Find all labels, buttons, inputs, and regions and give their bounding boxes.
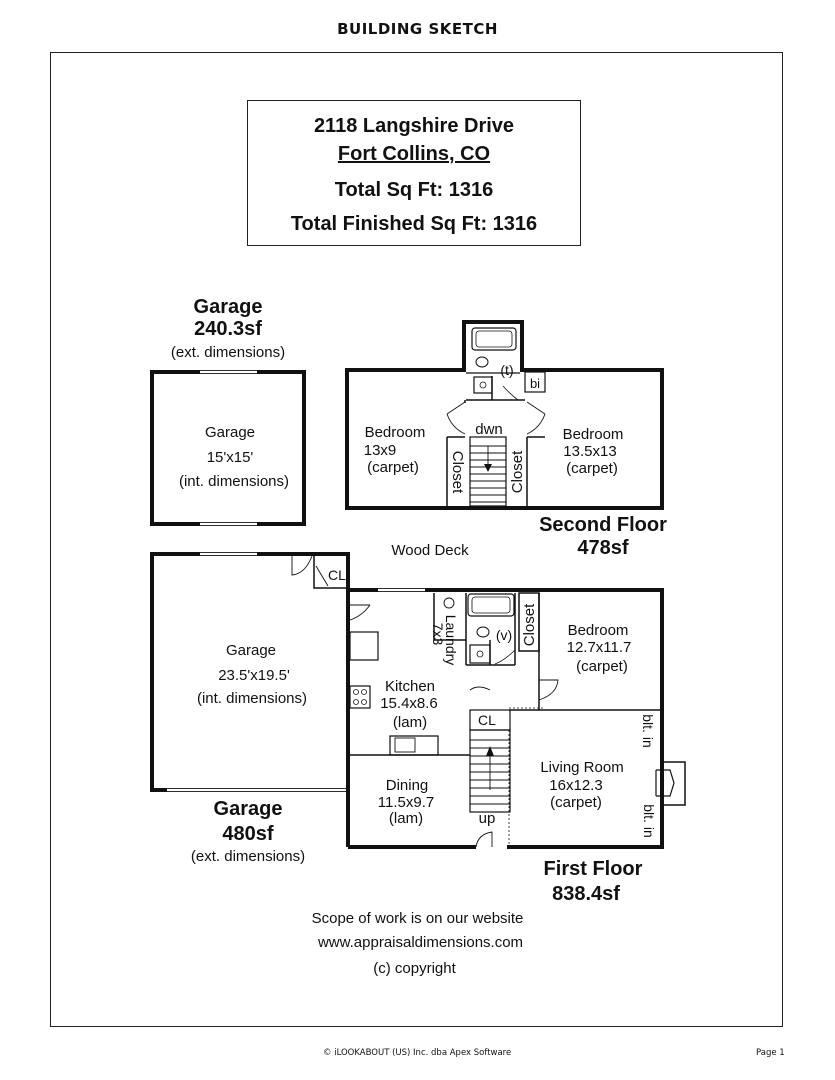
closet-left-label: Closet bbox=[449, 451, 466, 494]
first-floor-stairs bbox=[469, 729, 511, 813]
vanity-label: (v) bbox=[496, 627, 512, 643]
total-finished-sqft: Total Finished Sq Ft: 1316 bbox=[290, 213, 538, 235]
first-floor-area: 838.4sf bbox=[552, 883, 620, 905]
bedroom-right-dims: 13.5x13 bbox=[563, 443, 616, 460]
dining-name: Dining bbox=[386, 777, 429, 794]
living-floor: (carpet) bbox=[550, 794, 602, 811]
kitchen-floor: (lam) bbox=[393, 714, 427, 731]
first-bedroom-dims: 12.7x11.7 bbox=[567, 639, 632, 656]
bedroom-right-name: Bedroom bbox=[563, 426, 624, 443]
detached-garage-area: 240.3sf bbox=[194, 318, 262, 340]
laundry-dims: 7x3 bbox=[430, 623, 446, 646]
washer-icon bbox=[443, 597, 455, 609]
detached-garage: Garage 240.3sf (ext. dimensions) Garage … bbox=[150, 296, 306, 526]
first-floor-walls bbox=[348, 588, 664, 849]
second-floor-area: 478sf bbox=[577, 537, 628, 559]
bathtub-icon bbox=[471, 327, 517, 351]
kitchen-dims: 15.4x8.6 bbox=[380, 695, 438, 712]
dining-floor: (lam) bbox=[389, 810, 423, 827]
first-floor-heading: First Floor bbox=[544, 858, 643, 880]
detached-garage-dims: 15'x15' bbox=[207, 449, 254, 466]
footer-page-number: Page 1 bbox=[756, 1048, 785, 1058]
sink-icon bbox=[473, 376, 493, 394]
dining-dims: 11.5x9.7 bbox=[378, 794, 434, 811]
stairs-up-label: up bbox=[479, 810, 496, 827]
detached-garage-note: (ext. dimensions) bbox=[171, 344, 285, 361]
attached-garage-note: (ext. dimensions) bbox=[191, 848, 305, 865]
living-name: Living Room bbox=[540, 759, 623, 776]
built-in-label: bi bbox=[530, 376, 540, 391]
footer-copyright: © iLOOKABOUT (US) Inc. dba Apex Software bbox=[323, 1048, 512, 1058]
first-bedroom-floor: (carpet) bbox=[576, 658, 628, 675]
second-floor-stairs bbox=[469, 436, 507, 507]
second-floor-heading: Second Floor bbox=[539, 514, 667, 536]
stove-icon bbox=[349, 685, 371, 709]
bedroom-left-name: Bedroom bbox=[365, 424, 426, 441]
garage-closet-label: CL bbox=[328, 567, 346, 583]
first-floor-closet-label: Closet bbox=[521, 603, 538, 646]
address-box: 2118 Langshire Drive Fort Collins, CO To… bbox=[247, 100, 581, 246]
bedroom-left-floor: (carpet) bbox=[367, 459, 419, 476]
attached-garage-heading: Garage bbox=[214, 798, 283, 820]
first-bedroom-name: Bedroom bbox=[568, 622, 629, 639]
bathtub-icon-first bbox=[467, 593, 515, 617]
stairs-down-label: dwn bbox=[475, 421, 503, 438]
attached-garage-label: Garage bbox=[226, 642, 276, 659]
address-city: Fort Collins, CO bbox=[337, 143, 491, 165]
built-in-1-label: blt. in bbox=[640, 714, 656, 747]
attached-garage-area: 480sf bbox=[222, 823, 273, 845]
attached-garage-int-note: (int. dimensions) bbox=[197, 690, 307, 707]
detached-garage-walls bbox=[150, 370, 306, 526]
toilet-icon bbox=[475, 356, 489, 368]
scope-copyright: (c) copyright bbox=[373, 960, 456, 977]
bedroom-right-floor: (carpet) bbox=[566, 460, 618, 477]
built-in-2-label: blt. in bbox=[641, 804, 657, 837]
attached-garage-dims: 23.5'x19.5' bbox=[218, 667, 290, 684]
scope-line-1: Scope of work is on our website bbox=[311, 910, 524, 927]
toilet-icon-first bbox=[476, 626, 490, 638]
page-title: BUILDING SKETCH bbox=[337, 20, 498, 38]
attached-garage: CL Garage 23.5'x19.5' (int. dimensions) … bbox=[150, 552, 350, 865]
sketch-frame bbox=[50, 52, 783, 1027]
laundry-name: Laundry bbox=[443, 615, 459, 666]
scope-website: www.appraisaldimensions.com bbox=[317, 934, 524, 951]
kitchen-name: Kitchen bbox=[385, 678, 435, 695]
bedroom-left-dims: 13x9 bbox=[364, 442, 397, 459]
sink-icon bbox=[394, 737, 416, 753]
stair-closet-label: CL bbox=[478, 712, 496, 728]
detached-garage-int-note: (int. dimensions) bbox=[179, 473, 289, 490]
first-floor: Wood Deck (v) Laundry 7x3 bbox=[346, 542, 686, 905]
detached-garage-label: Garage bbox=[205, 424, 255, 441]
closet-right-label: Closet bbox=[509, 450, 526, 493]
second-floor: (t) bi dwn Closet Closet Bedroom 13x9 (c… bbox=[345, 320, 667, 559]
detached-garage-heading: Garage bbox=[194, 296, 263, 318]
living-dims: 16x12.3 bbox=[549, 777, 602, 794]
second-floor-walls bbox=[345, 320, 664, 510]
toilet-label: (t) bbox=[500, 362, 513, 378]
address-street: 2118 Langshire Drive bbox=[313, 115, 515, 137]
wood-deck-label: Wood Deck bbox=[391, 542, 469, 559]
total-sqft: Total Sq Ft: 1316 bbox=[334, 179, 494, 201]
fireplace-icon bbox=[662, 761, 686, 806]
